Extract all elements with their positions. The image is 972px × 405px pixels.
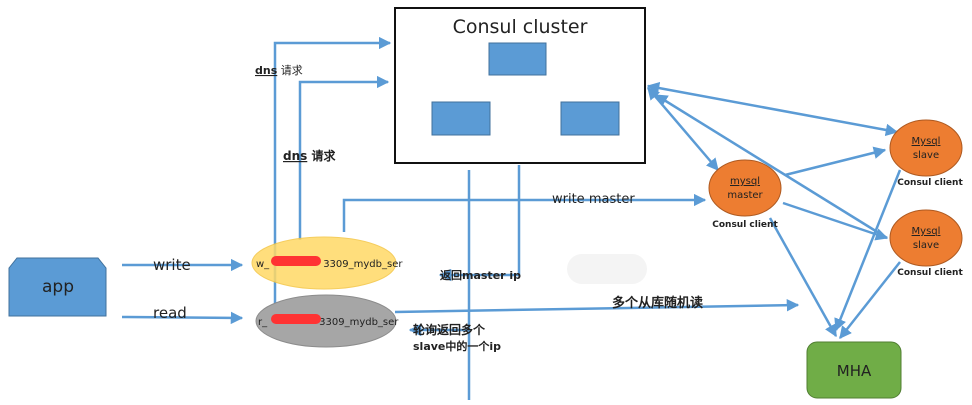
consul-cluster-title: Consul cluster — [453, 16, 588, 38]
mha-node: MHA — [806, 341, 902, 399]
mysql-slave-node: Mysql slave Consul client — [889, 209, 963, 278]
consul-server-node — [431, 101, 491, 136]
consul-cluster: Consul cluster — [394, 7, 646, 164]
master-slave2-arrow — [782, 201, 889, 241]
poll-return-label-line1: 轮询返回多个 — [413, 322, 486, 337]
write-service-node: w_3309_mydb_ser — [251, 236, 403, 290]
mysql-master-node: mysql master Consul client — [708, 159, 782, 230]
app-label: app — [42, 277, 74, 297]
mysql-master-line1: mysql — [730, 176, 760, 187]
mysql-slave-line1: Mysql — [912, 226, 941, 237]
app-read-arrow — [121, 311, 244, 325]
consul-slave1-link — [646, 81, 899, 137]
random-read-label: 多个从库随机读 — [612, 295, 703, 311]
redaction-mark — [271, 256, 321, 266]
consul-slave2-link — [654, 93, 888, 240]
random-read-arrow — [394, 298, 800, 314]
mysql-slave-caption: Consul client — [897, 268, 963, 278]
faint-placeholder-shape — [567, 254, 647, 284]
dns-request-label-2: dns 请求 — [283, 148, 336, 163]
mysql-slave-line2: slave — [913, 240, 939, 251]
return-master-ip-label: 返回master ip — [440, 268, 521, 282]
read-service-name: r_3309_mydb_ser — [258, 317, 399, 328]
slave1-mha-link — [834, 169, 902, 332]
consul-server-node — [560, 101, 620, 136]
write-service-name: w_3309_mydb_ser — [256, 259, 403, 270]
master-slave1-arrow — [784, 146, 887, 177]
dns-request-arrow-2 — [298, 75, 390, 240]
write-label: write — [153, 256, 191, 274]
mysql-slave-line1: Mysql — [912, 136, 941, 147]
write-master-label: write master — [552, 192, 635, 207]
write-master-arrow — [342, 193, 707, 232]
mha-label: MHA — [837, 362, 872, 380]
return-master-ip-arrow — [438, 165, 521, 282]
redaction-mark — [271, 314, 321, 324]
poll-return-label-line2: slave中的一个ip — [413, 339, 501, 353]
mysql-slave-caption: Consul client — [897, 178, 963, 188]
consul-server-node — [488, 42, 547, 76]
consul-master-link — [647, 87, 719, 171]
read-service-node: r_3309_mydb_ser — [255, 294, 399, 348]
slave2-mha-link — [839, 261, 901, 339]
mysql-slave-node: Mysql slave Consul client — [889, 119, 963, 188]
mysql-master-caption: Consul client — [712, 220, 778, 230]
mysql-slave-line2: slave — [913, 150, 939, 161]
dns-request-label-1: dns 请求 — [255, 64, 303, 77]
master-mha-link — [768, 217, 838, 338]
app-node: app — [8, 257, 107, 317]
mysql-master-line2: master — [727, 190, 763, 201]
read-label: read — [153, 304, 187, 322]
dns-request-arrow-1 — [273, 36, 392, 315]
